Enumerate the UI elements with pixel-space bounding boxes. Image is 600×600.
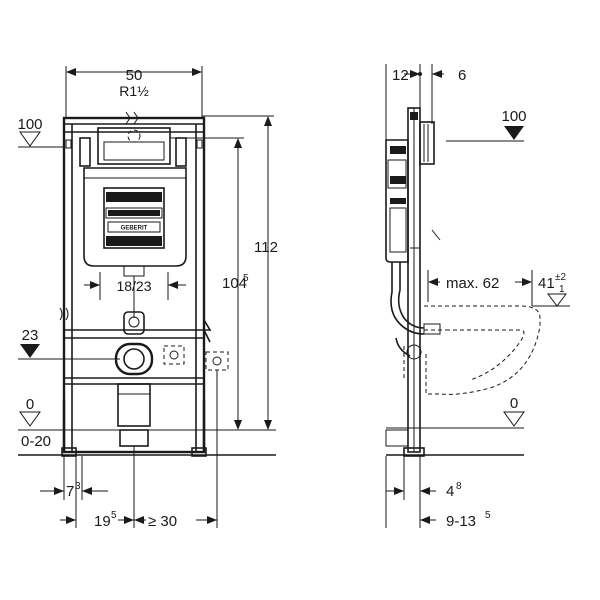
level-23-front: 23 — [18, 327, 120, 360]
dim-height-104: 104 5 — [170, 137, 249, 430]
dim-104-sup: 5 — [243, 273, 249, 284]
dim-7-label: 7 — [66, 483, 74, 500]
front-view: 50 R1½ — [17, 66, 278, 530]
dim-112-label: 112 — [254, 239, 278, 256]
flush-plate — [103, 187, 165, 249]
dim-height-112: 112 — [202, 115, 278, 430]
dim-flush-18-23: 18/23 — [84, 272, 186, 300]
dim-6-label: 6 — [458, 67, 466, 84]
dim-ge30-label: ≥ 30 — [148, 513, 177, 530]
side-frame — [403, 107, 441, 457]
level-100-side-label: 100 — [501, 108, 526, 125]
level-100-label: 100 — [17, 116, 42, 133]
dim-max-62-label: max. 62 — [446, 275, 499, 292]
dim-19-label: 19 — [94, 513, 111, 530]
level-0-front: 0 0-20 — [19, 396, 51, 450]
dim-ge-30: ≥ 30 — [134, 370, 218, 530]
dim-4-label: 4 — [446, 483, 454, 500]
dim-41-tol-minus: 1 — [559, 284, 565, 295]
floor-line-front — [18, 429, 276, 456]
dim-9-13-label: 9-13 — [446, 513, 476, 530]
level-100-side: 100 — [446, 108, 527, 142]
dim-18-23-label: 18/23 — [116, 278, 151, 294]
dim-9-13-sup: 5 — [485, 510, 491, 521]
cistern: GEBERIT — [83, 167, 187, 335]
dim-width-50: 50 R1½ — [65, 66, 203, 118]
dim-41-tol-plus: ±2 — [555, 272, 566, 283]
side-flush-pipe — [390, 262, 441, 357]
dim-12-6: 12 6 — [385, 64, 466, 140]
dim-9-13: 9-13 5 — [385, 456, 491, 530]
level-0-side: 0 — [503, 395, 525, 427]
toilet-bowl — [403, 305, 541, 395]
floor-line-side — [385, 427, 524, 456]
dim-4-8: 4 8 — [386, 456, 462, 528]
level-0-20-label: 0-20 — [21, 433, 51, 450]
dim-104-label: 104 — [222, 275, 247, 292]
dim-19-sup: 5 — [111, 510, 117, 521]
dim-12-label: 12 — [392, 67, 409, 84]
installation-frame — [61, 116, 207, 457]
dim-19-5: 19 5 — [60, 446, 135, 530]
thread-r-label: R1½ — [119, 83, 149, 99]
level-100-front: 100 — [17, 116, 64, 148]
water-supply-bracket — [79, 111, 187, 167]
dim-41-label: 41 — [538, 275, 555, 292]
side-cistern — [385, 139, 409, 263]
dim-7-3: 7 3 — [40, 456, 108, 500]
dim-4-sup: 8 — [456, 481, 462, 492]
level-0-label: 0 — [26, 396, 34, 413]
geberit-logo: GEBERIT — [121, 226, 148, 232]
dim-max-62: max. 62 — [427, 270, 533, 306]
level-0-side-label: 0 — [510, 395, 518, 412]
level-23-label: 23 — [22, 327, 39, 344]
side-view: 12 6 — [385, 64, 570, 530]
dim-41: 41 ±2 1 — [532, 272, 570, 307]
dim-50-label: 50 — [126, 67, 143, 84]
dim-7-sup: 3 — [75, 481, 81, 492]
